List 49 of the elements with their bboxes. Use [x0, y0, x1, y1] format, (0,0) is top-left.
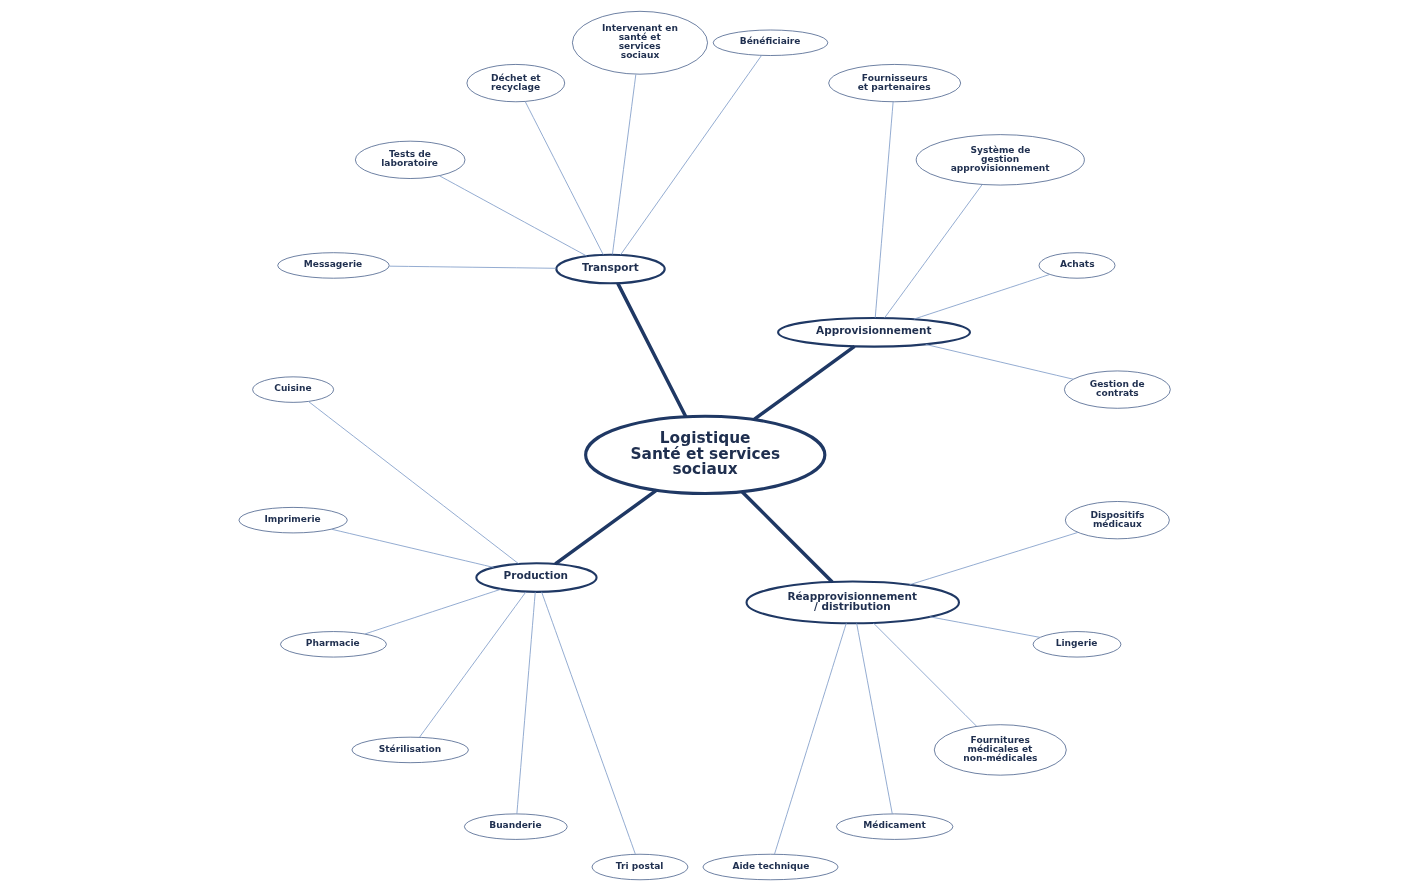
node-ellipse: Déchet et recyclage [466, 64, 565, 103]
node-ellipse: Aide technique [702, 853, 838, 881]
node-ellipse: Tests de laboratoire [354, 140, 465, 179]
node-ellipse: Système de gestion approvisionnement [915, 134, 1085, 186]
connector [515, 591, 536, 815]
connector [438, 175, 587, 257]
connector [928, 616, 1040, 638]
connector [912, 274, 1050, 320]
connector [855, 622, 893, 815]
node-ellipse: Approvisionnement [776, 316, 971, 348]
node-ellipse: Logistique Santé et services sociaux [583, 414, 826, 496]
node-ellipse: Fournitures médicales et non-médicales [933, 724, 1067, 776]
connector [874, 101, 894, 319]
node-ellipse: Bénéficiaire [712, 29, 828, 56]
node-ellipse: Stérilisation [351, 736, 469, 764]
connector [524, 101, 604, 256]
connector [330, 528, 494, 568]
connector [540, 591, 636, 855]
connector [553, 488, 658, 566]
connector [872, 622, 977, 727]
node-ellipse: Fournisseurs et partenaires [827, 64, 961, 103]
node-ellipse: Transport [554, 253, 666, 285]
connector [773, 622, 847, 855]
node-ellipse: Dispositifs médicaux [1064, 501, 1170, 540]
connector [611, 74, 636, 255]
connector [307, 401, 519, 565]
node-ellipse: Imprimerie [238, 507, 348, 534]
connector [364, 588, 501, 635]
connector [615, 282, 687, 418]
connector [924, 344, 1074, 380]
connector [619, 55, 762, 256]
node-ellipse: Buanderie [463, 813, 568, 840]
node-ellipse: Pharmacie [279, 631, 387, 658]
node-ellipse: Cuisine [251, 376, 334, 403]
node-ellipse: Tri postal [591, 853, 688, 881]
connector [740, 490, 833, 584]
node-ellipse: Lingerie [1032, 631, 1121, 658]
node-ellipse: Médicament [835, 813, 953, 840]
connector [908, 532, 1078, 586]
node-ellipse: Messagerie [276, 252, 390, 279]
connector [388, 265, 557, 269]
node-ellipse: Intervenant en santé et services sociaux [571, 11, 708, 75]
node-ellipse: Réapprovisionnement / distribution [745, 580, 960, 625]
node-ellipse: Production [474, 562, 598, 593]
connector [883, 184, 982, 319]
connector [418, 591, 526, 738]
connector [752, 345, 856, 421]
node-ellipse: Gestion de contrats [1063, 370, 1171, 409]
node-ellipse: Achats [1038, 252, 1115, 279]
